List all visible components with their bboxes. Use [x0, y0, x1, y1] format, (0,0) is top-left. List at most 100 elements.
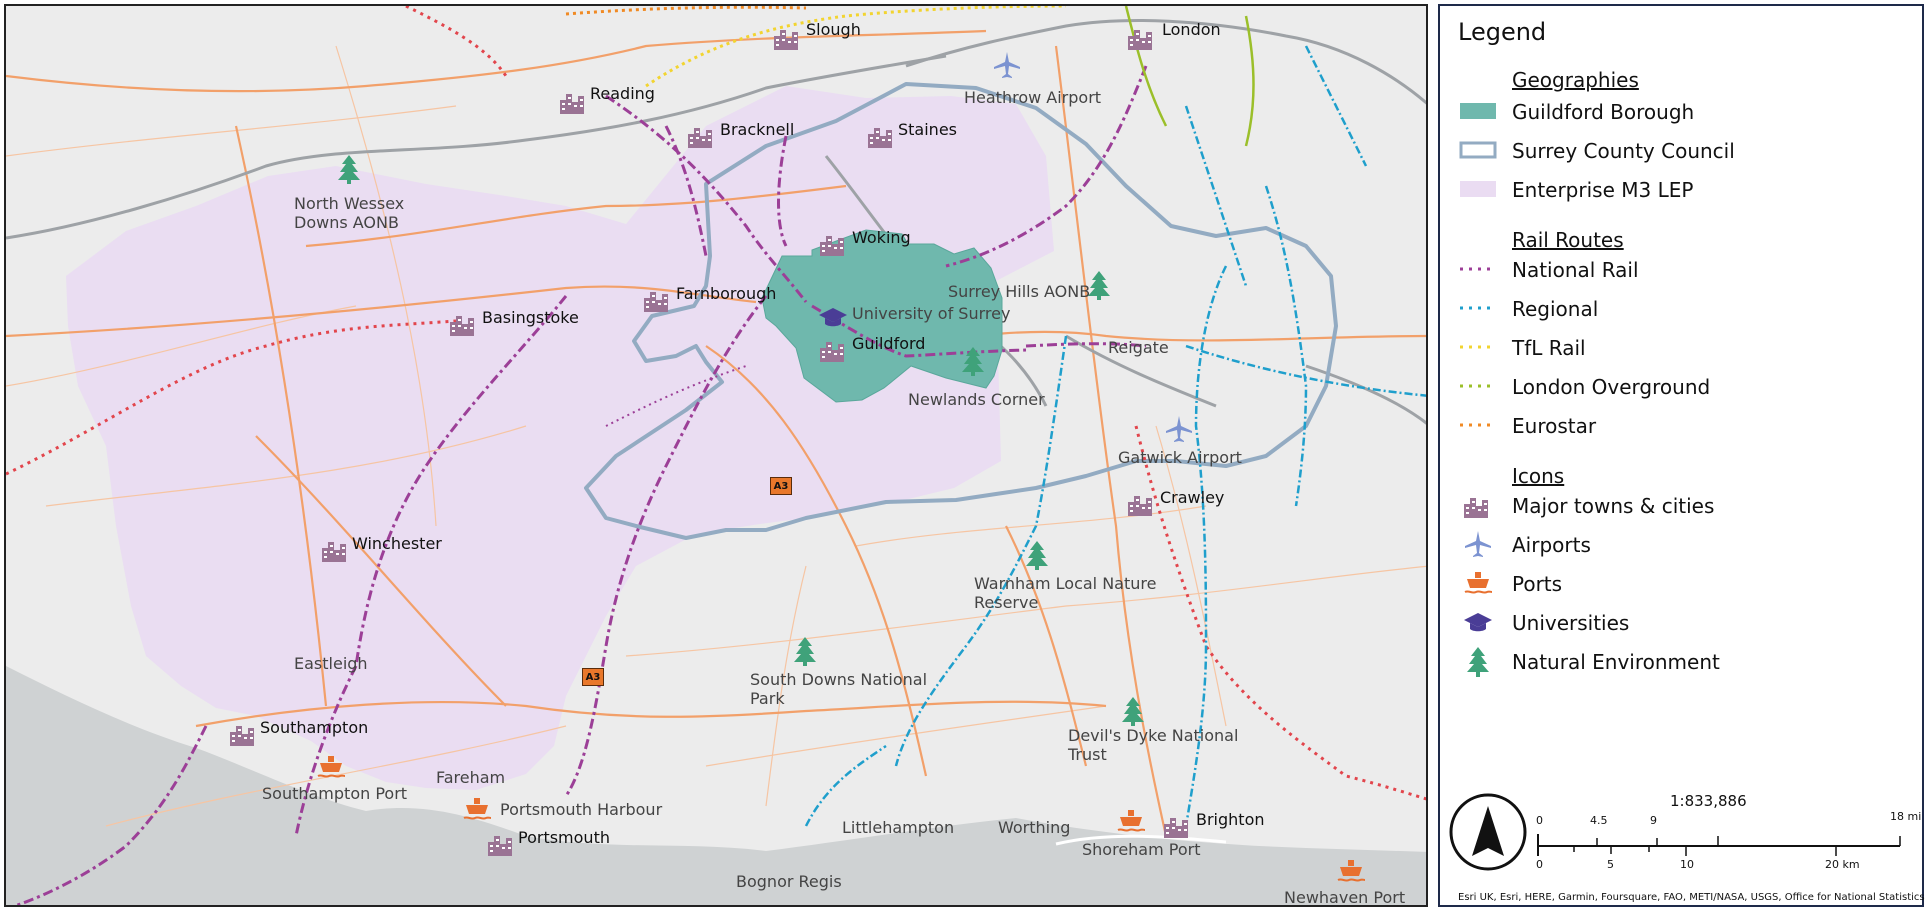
label-university-of-surrey: University of Surrey: [852, 304, 1011, 323]
legend-town-icon: [1464, 498, 1488, 518]
legend-line-national-rail: [1460, 267, 1496, 271]
legend-line-regional: [1460, 306, 1496, 310]
attribution-credits: Esri UK, Esri, HERE, Garmin, Foursquare,…: [1458, 892, 1925, 903]
english-channel: [6, 666, 1426, 905]
rail-eurostar-line: [565, 6, 807, 16]
legend-port-icon: [1464, 572, 1493, 594]
scale-km-10: 10: [1680, 858, 1694, 871]
label-eastleigh: Eastleigh: [294, 654, 368, 673]
legend-title: Legend: [1458, 18, 1547, 46]
place-label-bracknell: Bracknell: [720, 120, 795, 139]
coastline-highlight: [1055, 834, 1227, 846]
tree-icon-devils-dyke: [1122, 697, 1144, 726]
legend-panel: Legend Geographies Guildford Borough Sur…: [1438, 4, 1925, 907]
legend-line-eurostar: [1460, 423, 1496, 427]
town-icon-woking: [820, 236, 844, 256]
rail-tfl-line: [645, 6, 1067, 88]
legend-swatch-surrey: [1459, 141, 1497, 159]
port-icon-shoreham: [1117, 810, 1146, 832]
label-north-wessex-downs: North Wessex Downs AONB: [294, 194, 405, 232]
legend-item-enterprise-m3-lep: Enterprise M3 LEP: [1512, 178, 1694, 202]
town-icon-basingstoke: [450, 316, 474, 336]
port-icon-portsmouth-harbour: [463, 798, 492, 820]
legend-swatch-lep: [1460, 181, 1496, 197]
town-icon-portsmouth: [488, 836, 512, 856]
tree-icon-north-wessex: [338, 155, 360, 184]
legend-item-surrey-county-council: Surrey County Council: [1512, 139, 1735, 163]
label-surrey-hills: Surrey Hills AONB: [948, 282, 1091, 301]
place-label-portsmouth: Portsmouth: [518, 828, 610, 847]
town-icon-guildford: [820, 342, 844, 362]
place-label-woking: Woking: [852, 228, 911, 247]
rail-national-lines: [13, 65, 1148, 905]
tree-icon-south-downs: [794, 637, 816, 666]
scale-mile-18: 18 mi: [1890, 810, 1922, 823]
legend-heading-rail: Rail Routes: [1512, 228, 1624, 252]
legend-university-icon: [1464, 613, 1492, 632]
label-fareham: Fareham: [436, 768, 506, 787]
town-icon-london: [1128, 30, 1152, 50]
place-label-farnborough: Farnborough: [676, 284, 777, 303]
label-reigate: Reigate: [1108, 338, 1169, 357]
legend-item-universities: Universities: [1512, 611, 1630, 635]
place-label-guildford: Guildford: [852, 334, 926, 353]
legend-item-london-overground: London Overground: [1512, 375, 1711, 399]
port-icon-newhaven: [1337, 860, 1366, 882]
legend-swatch-guildford: [1460, 103, 1496, 119]
tree-icon-newlands-corner: [962, 347, 984, 376]
label-gatwick-airport: Gatwick Airport: [1118, 448, 1242, 467]
legend-airport-icon: [1465, 531, 1491, 557]
town-icon-bracknell: [688, 128, 712, 148]
legend-heading-icons: Icons: [1512, 464, 1565, 488]
legend-tree-icon: [1467, 647, 1489, 677]
town-icon-reading: [560, 94, 584, 114]
label-littlehampton: Littlehampton: [842, 818, 955, 837]
place-label-reading: Reading: [590, 84, 655, 103]
scale-ratio: 1:833,886: [1670, 792, 1747, 810]
map-canvas[interactable]: [6, 6, 1428, 907]
label-newhaven-port: Newhaven Port: [1284, 888, 1406, 907]
surrey-county-council-boundary[interactable]: [584, 82, 1338, 540]
scale-mile-0: 0: [1536, 814, 1543, 827]
place-label-brighton: Brighton: [1196, 810, 1265, 829]
legend-item-regional: Regional: [1512, 297, 1599, 321]
place-label-crawley: Crawley: [1160, 488, 1225, 507]
label-newlands-corner: Newlands Corner: [908, 390, 1045, 409]
map-view[interactable]: Slough London Reading Bracknell Staines …: [4, 4, 1428, 907]
place-label-basingstoke: Basingstoke: [482, 308, 579, 327]
tree-icon-warnham: [1026, 541, 1048, 570]
scale-km-20: 20 km: [1825, 858, 1860, 871]
place-label-winchester: Winchester: [352, 534, 442, 553]
rail-overground-lines: [1124, 6, 1255, 147]
label-south-downs: South Downs National Park: [750, 670, 928, 708]
place-label-london: London: [1162, 20, 1221, 39]
scale-bar: [1537, 834, 1901, 856]
airport-icon-gatwick: [1166, 416, 1192, 442]
legend-item-tfl-rail: TfL Rail: [1512, 336, 1586, 360]
label-worthing: Worthing: [998, 818, 1071, 837]
town-icon-winchester: [322, 542, 346, 562]
place-label-southampton: Southampton: [260, 718, 369, 737]
scale-km-0: 0: [1536, 858, 1543, 871]
road-shield-a3-south: A3: [582, 668, 604, 686]
town-icon-staines: [868, 128, 892, 148]
legend-item-eurostar: Eurostar: [1512, 414, 1597, 438]
port-icon-southampton: [317, 756, 346, 778]
legend-item-guildford-borough: Guildford Borough: [1512, 100, 1695, 124]
place-label-slough: Slough: [806, 20, 861, 39]
scale-km-5: 5: [1607, 858, 1614, 871]
scale-mile-9: 9: [1650, 814, 1657, 827]
town-icon-crawley: [1128, 496, 1152, 516]
legend-line-overground: [1460, 384, 1496, 388]
university-icon-surrey: [819, 308, 847, 327]
rail-regional-lines: [804, 45, 1426, 827]
label-bognor-regis: Bognor Regis: [736, 872, 842, 891]
town-icon-slough: [774, 30, 798, 50]
town-icon-farnborough: [644, 292, 668, 312]
rail-red-lines: [6, 6, 1426, 801]
label-shoreham-port: Shoreham Port: [1082, 840, 1201, 859]
motorways: [6, 19, 1426, 425]
legend-item-natural-environment: Natural Environment: [1512, 650, 1720, 674]
tree-icon-surrey-hills: [1088, 271, 1110, 300]
